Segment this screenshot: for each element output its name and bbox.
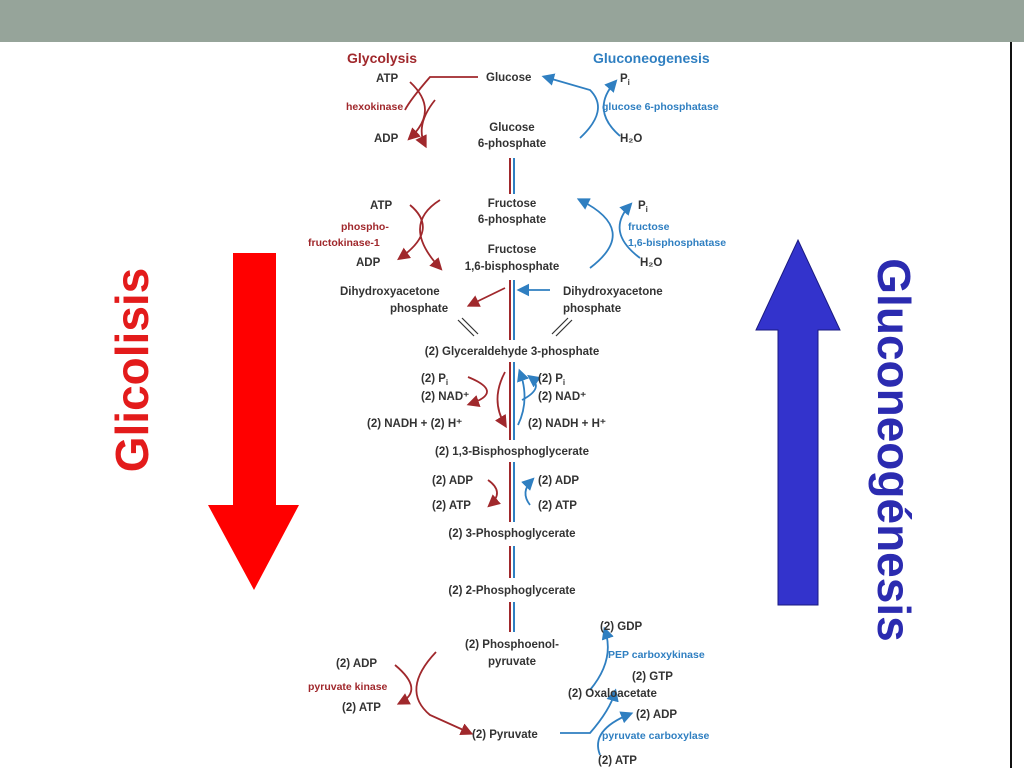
h2o-g6pase: H₂O [620, 133, 642, 145]
pi-g6pase: Pi [620, 73, 630, 87]
f6p-line2: 6-phosphate [478, 214, 546, 226]
atp-right: (2) ATP [538, 500, 577, 512]
gluconeogenesis-label: Gluconeogénesis [868, 258, 920, 641]
pyruvate: (2) Pyruvate [472, 729, 538, 741]
central-pathway-lines [457, 158, 573, 632]
dhap-right-line1: Dihydroxyacetone [563, 286, 663, 298]
gluconeogenesis-header: Gluconeogenesis [593, 50, 710, 66]
pg3: (2) 3-Phosphoglycerate [448, 528, 575, 540]
bpg: (2) 1,3-Bisphosphoglycerate [435, 446, 589, 458]
atp-pyruvate-carboxylase: (2) ATP [598, 755, 637, 767]
adp-pyruvate-kinase: (2) ADP [336, 658, 377, 670]
pep-line1: (2) Phosphoenol- [465, 639, 559, 651]
pep-line2: pyruvate [488, 656, 536, 668]
enzyme-glucose-6-phosphatase: glucose 6-phosphatase [602, 101, 719, 113]
nad-right: (2) NAD⁺ [538, 391, 586, 403]
atp-pfk: ATP [370, 200, 392, 212]
f16bp-line1: Fructose [488, 244, 537, 256]
glicolisis-label: Glicolisis [106, 268, 158, 473]
pi-right: (2) Pi [538, 373, 565, 387]
nad-left: (2) NAD⁺ [421, 391, 469, 403]
oxaloacetate: (2) Oxaloacetate [568, 688, 657, 700]
enzyme-pyruvate-carboxylase: pyruvate carboxylase [602, 730, 710, 742]
f16bp-line2: 1,6-bisphosphate [465, 261, 560, 273]
dhap-left-line1: Dihydroxyacetone [340, 286, 440, 298]
gdp: (2) GDP [600, 621, 643, 633]
nadh-right: (2) NADH + H⁺ [528, 418, 606, 430]
nadh-left: (2) NADH + (2) H⁺ [367, 418, 462, 430]
enzyme-pep-carboxykinase: PEP carboxykinase [608, 649, 705, 661]
enzyme-hexokinase: hexokinase [346, 101, 403, 113]
g6p-line1: Glucose [489, 122, 534, 134]
glycolysis-down-arrow [208, 253, 299, 590]
pi-fbpase: Pi [638, 200, 648, 214]
adp-hexokinase: ADP [374, 133, 399, 145]
adp-pyruvate-carboxylase: (2) ADP [636, 709, 677, 721]
adp-left: (2) ADP [432, 475, 473, 487]
glycolysis-header: Glycolysis [347, 50, 417, 66]
pi-left: (2) Pi [421, 373, 448, 387]
gap: (2) Glyceraldehyde 3-phosphate [425, 346, 599, 358]
dhap-right-line2: phosphate [563, 303, 621, 315]
adp-right: (2) ADP [538, 475, 579, 487]
adp-pfk: ADP [356, 257, 381, 269]
enzyme-pyruvate-kinase: pyruvate kinase [308, 681, 388, 693]
top-bar [0, 0, 1024, 42]
enzyme-fbpase1-line1: fructose [628, 221, 670, 233]
atp-left: (2) ATP [432, 500, 471, 512]
gluconeogenesis-up-arrow [755, 238, 841, 606]
g6p-line2: 6-phosphate [478, 138, 546, 150]
h2o-fbpase: H₂O [640, 257, 662, 269]
enzyme-pfk1-line1: phospho- [341, 221, 389, 233]
gluconeogenesis-curves [516, 73, 641, 756]
glucose: Glucose [486, 72, 531, 84]
slide-border-line [1010, 42, 1012, 768]
enzyme-pfk1-line2: fructokinase-1 [308, 237, 380, 249]
atp-pyruvate-kinase: (2) ATP [342, 702, 381, 714]
glycolysis-curves [394, 76, 507, 736]
enzyme-fbpase1-line2: 1,6-bisphosphatase [628, 237, 726, 249]
atp-hexokinase: ATP [376, 73, 398, 85]
dhap-left-line2: phosphate [390, 303, 448, 315]
gtp: (2) GTP [632, 671, 673, 683]
f6p-line1: Fructose [488, 198, 537, 210]
pg2: (2) 2-Phosphoglycerate [448, 585, 575, 597]
